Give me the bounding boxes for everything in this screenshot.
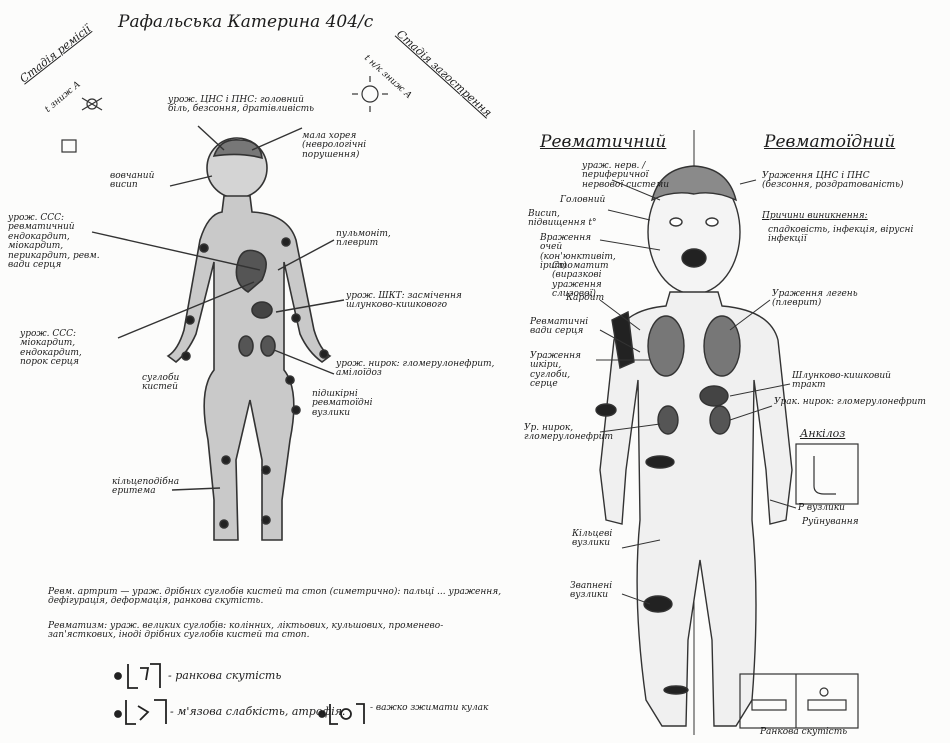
label-carditis-right: Кардит: [566, 294, 604, 303]
heading-rheumatoid: Ревматоїдний: [764, 134, 895, 152]
morning-stiffness-box: [740, 674, 858, 728]
label-causes-heading: Причини виникнення:: [762, 212, 868, 221]
label-kidney-right-left: Ур. нирок, гломерулонефрит: [524, 424, 590, 443]
label-knee-nodules: Кільцеві вузлики: [572, 530, 632, 549]
label-cns-left: урож. ЦНС і ПНС: головний біль, безсоння…: [168, 96, 318, 115]
label-morning-stiffness-right: Ранкова скутість: [760, 728, 847, 737]
legend-morning-stiffness: - ранкова скутість: [168, 670, 281, 682]
heading-rheumatic: Ревматичний: [540, 134, 666, 152]
label-lungs-right: Ураження легень (плеврит): [772, 290, 892, 309]
label-r-nodules: Р вузлики: [798, 504, 845, 513]
label-nodules-left-right: Ураження шкіри, суглоби, серце: [530, 352, 594, 390]
label-kidney-right: Урак. нирок: гломерулонефрит: [774, 398, 934, 407]
label-lungs-left: пульмоніт, плеврит: [336, 230, 420, 249]
label-cardio2-left: урож. ССС: міокардит, ендокардит, порок …: [20, 330, 112, 368]
ankylosis-box: [796, 444, 858, 504]
label-cardio-left: урож. ССС: ревматичний ендокардит, міока…: [8, 214, 108, 271]
author-title: Рафальська Катерина 404/с: [118, 14, 373, 32]
label-chorea-left: мала хорея (неврологічні порушення): [302, 132, 410, 160]
footnote-ra: Ревм. артрит — ураж. дрібних суглобів ки…: [48, 588, 508, 607]
label-deformation: Руйнування: [802, 518, 859, 527]
label-valves-right: Ревматичні вади серця: [530, 318, 602, 337]
label-nodules-left: підшкірні ревматоїдні вузлики: [312, 390, 398, 418]
label-calcified-nodules: Звапнені вузлики: [570, 582, 630, 601]
label-gi-right: Шлунково-кишковий тракт: [792, 372, 912, 391]
label-nerve-right: ураж. нерв. / периферичної нервової сист…: [582, 162, 672, 190]
label-kidney-left: урож. нирок: гломерулонефрит, амілоїдоз: [336, 360, 506, 379]
label-headache-right: Головний: [560, 196, 605, 205]
label-ankylosis: Анкілоз: [800, 428, 845, 440]
label-cns-right: Ураження ЦНС і ПНС (безсоння, роздратова…: [762, 172, 922, 191]
legend-weakness: - м'язова слабкість, атрофія.: [170, 706, 345, 718]
label-erythema-left: кільцеподібна еритема: [112, 478, 176, 497]
label-gi-left: урож. ШКТ: засмічення шлунково-кишкового: [346, 292, 466, 311]
left-body-figure: [168, 138, 330, 540]
label-joints-left: суглоби кистей: [142, 374, 202, 393]
footnote-rheumatism: Ревматизм: ураж. великих суглобів: колін…: [48, 622, 508, 641]
legend-fist: - важко зжимати кулак: [370, 704, 500, 713]
label-causes-text: спадковість, інфекція, вірусні інфекції: [768, 226, 918, 245]
label-rash-left: вовчаний висип: [110, 172, 176, 191]
label-rash-right: Висип, підвищення t°: [528, 210, 610, 229]
